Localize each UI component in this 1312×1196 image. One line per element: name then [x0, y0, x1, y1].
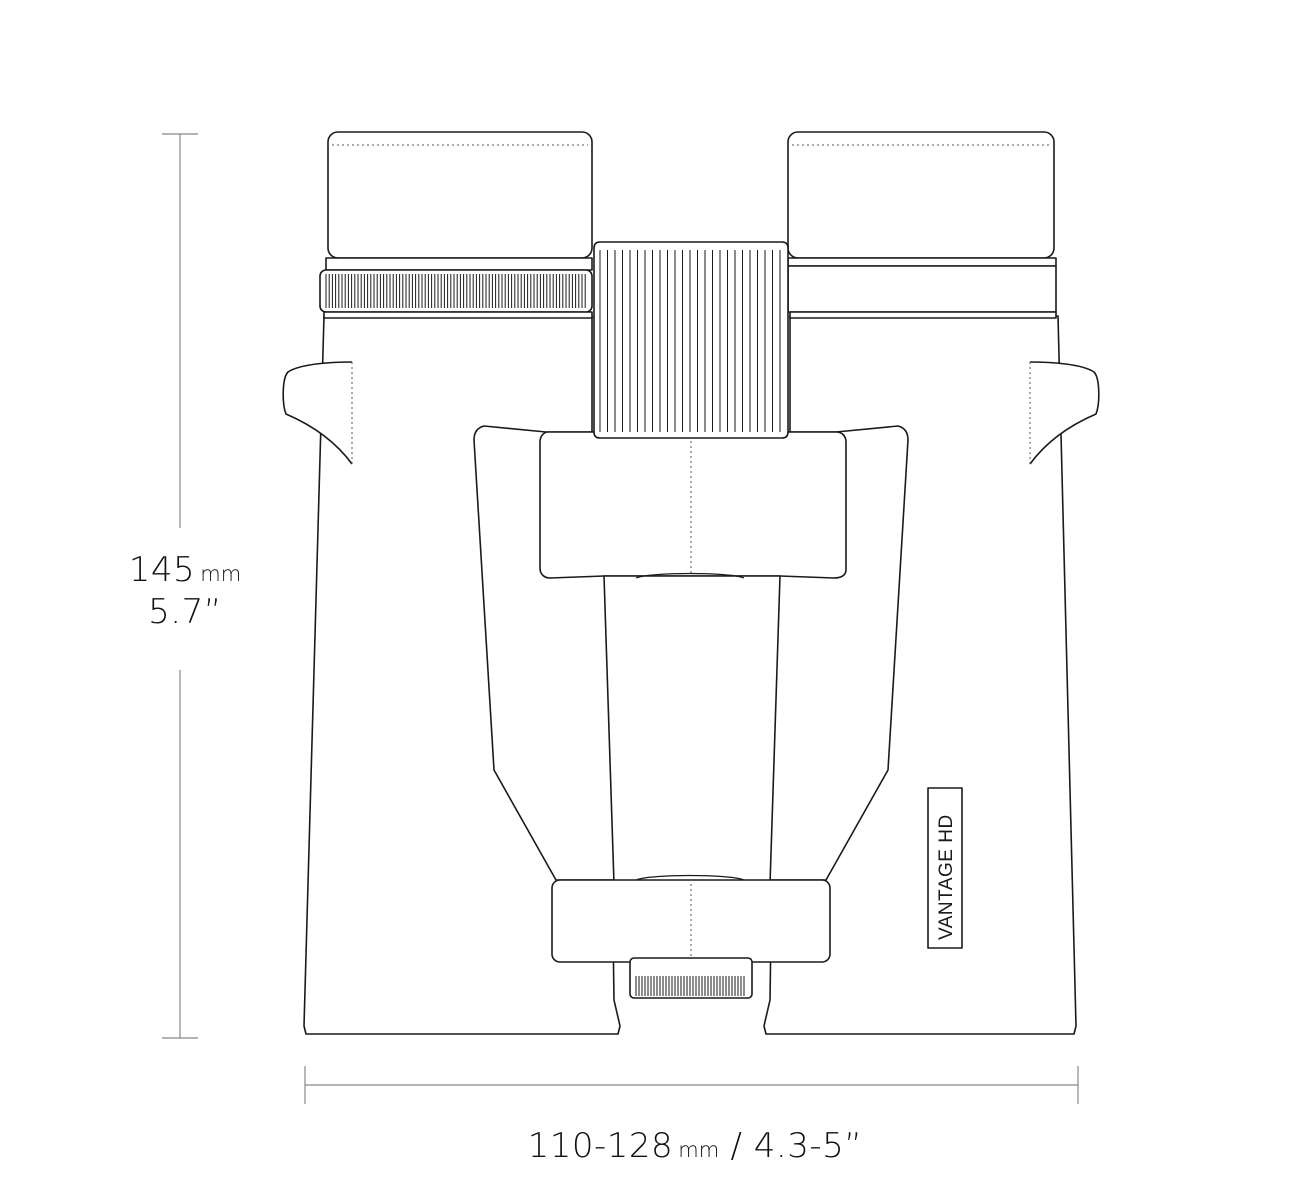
height-dimension-label: 145 mm 5.7” [120, 552, 250, 630]
width-unit: mm [678, 1138, 720, 1162]
left-eyecup-ring [325, 257, 593, 271]
width-value: 110-128 [527, 1126, 674, 1166]
focus-wheel [593, 241, 789, 439]
right-diopter-band [787, 265, 1057, 313]
tripod-knob-ribs [635, 976, 745, 996]
width-dimension-line [304, 1066, 1079, 1104]
left-eyecup [327, 131, 593, 259]
bridge-column [603, 575, 781, 885]
right-eyecup-ring [787, 257, 1057, 267]
product-label-box [927, 787, 963, 949]
height-value: 145 [128, 550, 196, 590]
height-imperial: 5.7” [148, 592, 222, 632]
width-separator: / [719, 1126, 754, 1166]
focus-wheel-ribs [599, 250, 781, 432]
product-label: VANTAGE HD [936, 814, 957, 940]
width-dimension-label: 110-128 mm / 4.3-5” [430, 1126, 960, 1166]
right-eyecup [787, 131, 1055, 259]
left-diopter-ribs [325, 274, 586, 308]
upper-hinge-block [539, 431, 847, 579]
height-unit: mm [200, 562, 242, 586]
left-thumb-rest [282, 361, 353, 465]
height-dimension-line [162, 133, 198, 1039]
width-imperial: 4.3-5” [753, 1126, 863, 1166]
right-thumb-rest [1029, 361, 1100, 465]
